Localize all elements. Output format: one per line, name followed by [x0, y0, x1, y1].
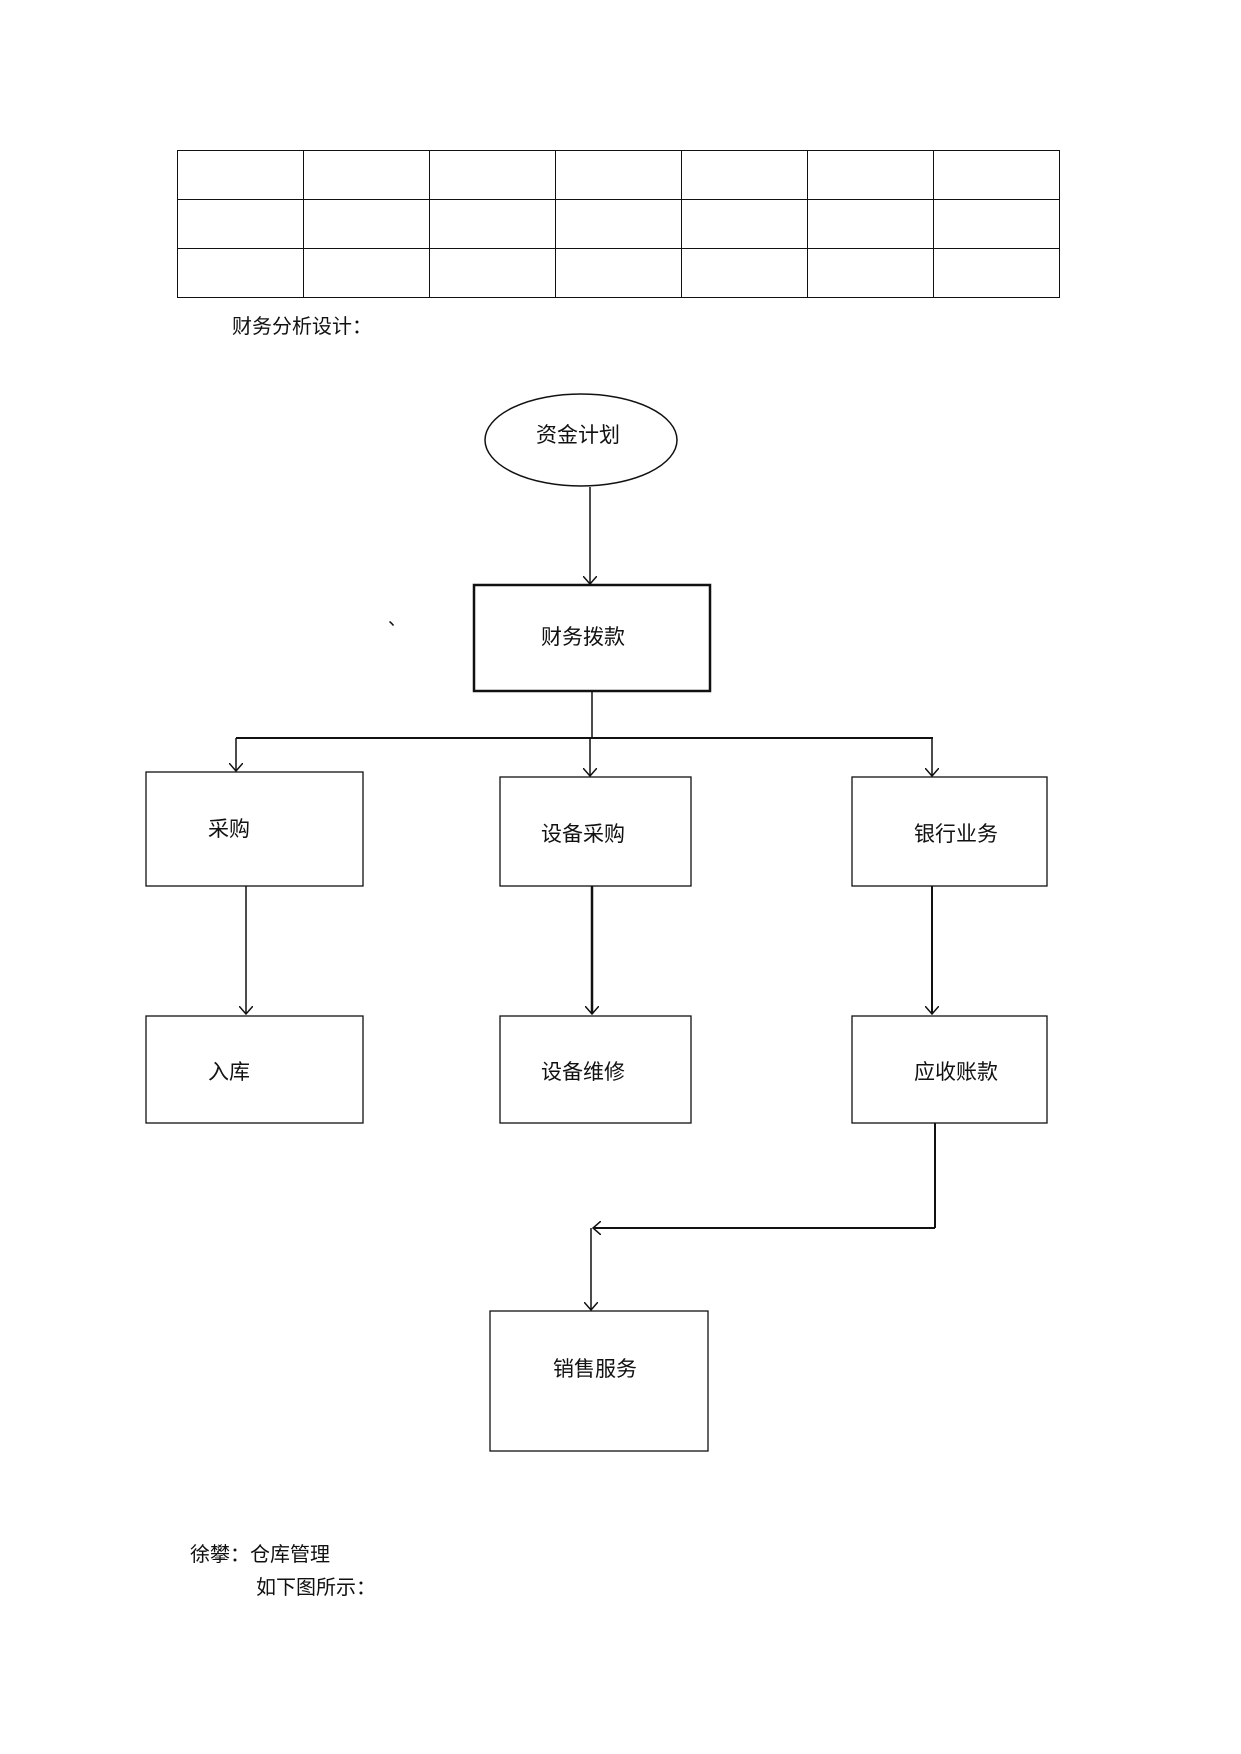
- warehousing-node-label: 入库: [208, 1060, 250, 1084]
- section-heading: 财务分析设计：: [232, 314, 372, 338]
- sales-service-node-label: 销售服务: [553, 1357, 637, 1381]
- purchase-node: [145, 771, 364, 887]
- table-cell: [681, 248, 808, 298]
- allocation-node-label: 财务拨款: [541, 625, 625, 649]
- warehousing-node: [145, 1015, 364, 1124]
- table-cell: [807, 248, 934, 298]
- assignment-line: 徐攀：仓库管理: [190, 1542, 330, 1566]
- sales-service-node: [489, 1310, 709, 1452]
- start-node-label: 资金计划: [536, 423, 620, 447]
- equipment-purchase-node-label: 设备采购: [541, 822, 625, 846]
- maintenance-node-label: 设备维修: [541, 1060, 625, 1084]
- table-cell: [303, 199, 430, 249]
- table-cell: [177, 199, 304, 249]
- table-cell: [681, 199, 808, 249]
- table-cell: [933, 248, 1060, 298]
- table-cell: [429, 248, 556, 298]
- table-row: [177, 248, 1060, 298]
- allocation-node: [472, 583, 712, 693]
- table-cell: [807, 150, 934, 200]
- start-node: [484, 393, 678, 487]
- table-cell: [933, 199, 1060, 249]
- banking-node: [851, 776, 1048, 887]
- table-cell: [555, 248, 682, 298]
- equipment-purchase-node: [499, 776, 692, 887]
- table-cell: [933, 150, 1060, 200]
- receivables-node-label: 应收账款: [914, 1060, 998, 1084]
- table-cell: [303, 248, 430, 298]
- table-cell: [807, 199, 934, 249]
- table-row: [177, 199, 1060, 249]
- table-cell: [555, 199, 682, 249]
- table-cell: [429, 199, 556, 249]
- banking-node-label: 银行业务: [914, 822, 998, 846]
- caption-line: 如下图所示：: [256, 1575, 376, 1599]
- receivables-node: [851, 1015, 1048, 1124]
- stray-mark: 、: [388, 609, 406, 630]
- purchase-node-label: 采购: [208, 817, 250, 841]
- table-cell: [429, 150, 556, 200]
- empty-table: [177, 150, 1060, 298]
- maintenance-node: [499, 1015, 692, 1124]
